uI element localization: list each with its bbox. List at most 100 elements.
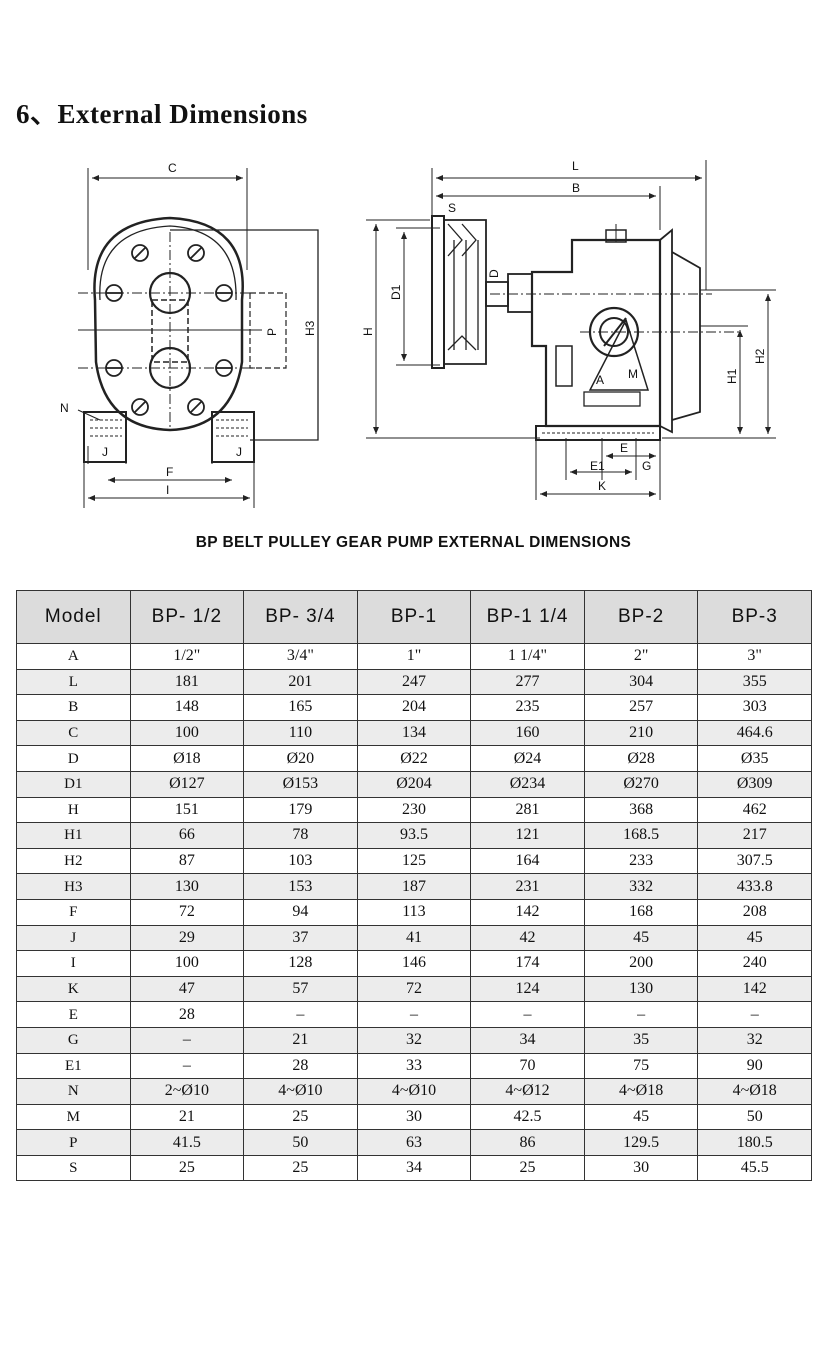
table-cell: 148 (129, 694, 245, 721)
table-cell: 303 (697, 694, 812, 721)
table-cell: – (129, 1026, 245, 1054)
table-cell: 57 (243, 975, 358, 1003)
table-cell: 160 (470, 719, 585, 747)
table-cell: 181 (129, 668, 245, 696)
table-cell: 134 (356, 719, 472, 747)
row-label-cell: A (16, 643, 131, 670)
table-cell: 217 (697, 822, 812, 849)
table-cell: Ø127 (129, 770, 245, 798)
table-cell: Ø18 (129, 745, 245, 772)
table-cell: 28 (129, 1001, 245, 1028)
label-i: I (166, 483, 169, 497)
table-cell: 72 (356, 975, 472, 1003)
table-cell: 462 (697, 796, 812, 824)
table-cell: 168.5 (583, 822, 699, 849)
table-cell: 100 (129, 950, 245, 977)
label-f: F (166, 465, 173, 479)
table-cell: 45.5 (697, 1154, 812, 1182)
table-cell: 187 (356, 873, 472, 900)
table-cell: – (697, 1001, 812, 1028)
table-cell: 33 (356, 1052, 472, 1080)
table-cell: 72 (129, 898, 245, 926)
table-cell: 146 (356, 950, 472, 977)
table-cell: 21 (129, 1103, 245, 1131)
table-cell: Ø22 (356, 745, 472, 772)
label-c: C (168, 161, 177, 175)
table-cell: 281 (470, 796, 585, 824)
table-cell: 32 (697, 1026, 812, 1054)
table-cell: – (243, 1001, 358, 1028)
table-cell: 86 (470, 1129, 585, 1156)
table-cell: 90 (697, 1052, 812, 1080)
side-view (366, 160, 776, 500)
table-cell: 3" (697, 643, 812, 670)
section-heading: 6、External Dimensions (16, 99, 308, 129)
table-cell: 3/4" (243, 643, 358, 670)
table-cell: 208 (697, 898, 812, 926)
table-cell: 230 (356, 796, 472, 824)
table-cell: 103 (243, 847, 358, 875)
row-label-cell: M (16, 1103, 131, 1131)
table-cell: 113 (356, 898, 472, 926)
table-cell: 277 (470, 668, 585, 696)
table-cell: 45 (697, 924, 812, 952)
table-cell: 128 (243, 950, 358, 977)
table-cell: 30 (356, 1103, 472, 1131)
table-cell: 28 (243, 1052, 358, 1080)
table-cell: 201 (243, 668, 358, 696)
label-m: M (628, 367, 638, 381)
label-b: B (572, 181, 580, 195)
table-cell: 130 (129, 873, 245, 900)
table-cell: 2~Ø10 (129, 1078, 245, 1105)
label-j-right: J (236, 445, 242, 459)
table-cell: Ø20 (243, 745, 358, 772)
table-cell: 142 (697, 975, 812, 1003)
drawing-caption: BP BELT PULLEY GEAR PUMP EXTERNAL DIMENS… (195, 534, 632, 551)
label-e1: E1 (590, 459, 605, 473)
label-h3: H3 (303, 320, 317, 336)
table-cell: 4~Ø18 (697, 1078, 812, 1105)
table-cell: 4~Ø12 (470, 1078, 585, 1105)
label-n: N (60, 401, 69, 415)
table-cell: 151 (129, 796, 245, 824)
table-cell: 231 (470, 873, 585, 900)
table-cell: 110 (243, 719, 358, 747)
label-h1: H1 (725, 368, 739, 384)
table-cell: 30 (583, 1154, 699, 1182)
table-cell: 70 (470, 1052, 585, 1080)
row-label-cell: H2 (16, 847, 131, 875)
table-cell: Ø234 (470, 770, 585, 798)
table-cell: 100 (129, 719, 245, 747)
pump-dimension-drawing: C N J J F I P H3 (60, 159, 776, 508)
table-cell: 94 (243, 898, 358, 926)
table-cell: 21 (243, 1026, 358, 1054)
row-label-cell: S (16, 1154, 131, 1182)
table-cell: 257 (583, 694, 699, 721)
table-cell: 204 (356, 694, 472, 721)
label-d1: D1 (389, 284, 403, 300)
row-label-cell: H3 (16, 873, 131, 900)
table-cell: 304 (583, 668, 699, 696)
table-cell: 47 (129, 975, 245, 1003)
table-cell: 50 (697, 1103, 812, 1131)
row-label-cell: C (16, 719, 131, 747)
table-cell: 165 (243, 694, 358, 721)
table-cell: 78 (243, 822, 358, 849)
row-label-cell: L (16, 668, 131, 696)
row-label-cell: B (16, 694, 131, 721)
table-cell: 464.6 (697, 719, 812, 747)
